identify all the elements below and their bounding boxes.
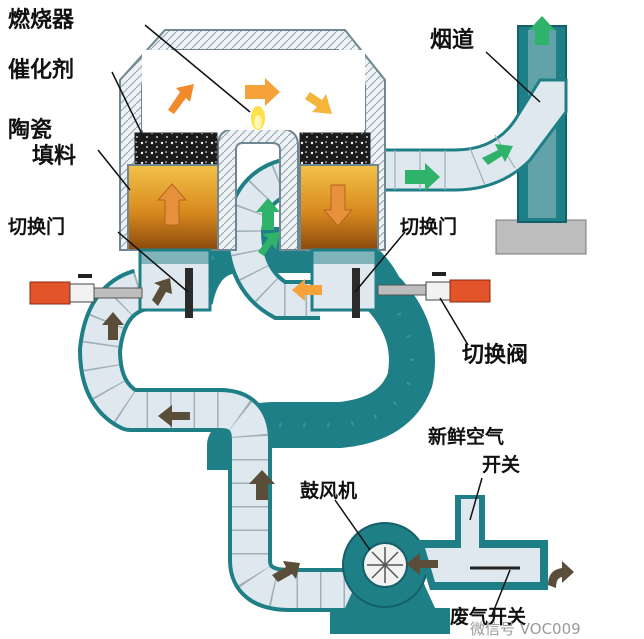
inlet-duct	[415, 495, 548, 590]
leader-valve	[440, 298, 468, 345]
label-switch-door-left: 切换门	[8, 218, 65, 237]
label-catalyst: 催化剂	[8, 60, 74, 82]
label-fresh-air-1: 新鲜空气	[428, 428, 504, 447]
label-ceramic-2: 填料	[32, 146, 76, 168]
watermark: 微信号 VOC009	[470, 618, 581, 639]
burner-flame	[251, 106, 265, 130]
label-blower: 鼓风机	[300, 482, 357, 501]
label-chimney: 烟道	[430, 30, 474, 52]
label-ceramic-1: 陶瓷	[8, 120, 52, 142]
label-switch-door-right: 切换门	[400, 218, 457, 237]
right-switch-door	[312, 250, 376, 318]
label-switch-valve: 切换阀	[462, 345, 528, 367]
arrow-brown-7	[548, 561, 574, 588]
label-burner: 燃烧器	[8, 10, 74, 32]
label-fresh-air-2: 开关	[482, 456, 520, 475]
